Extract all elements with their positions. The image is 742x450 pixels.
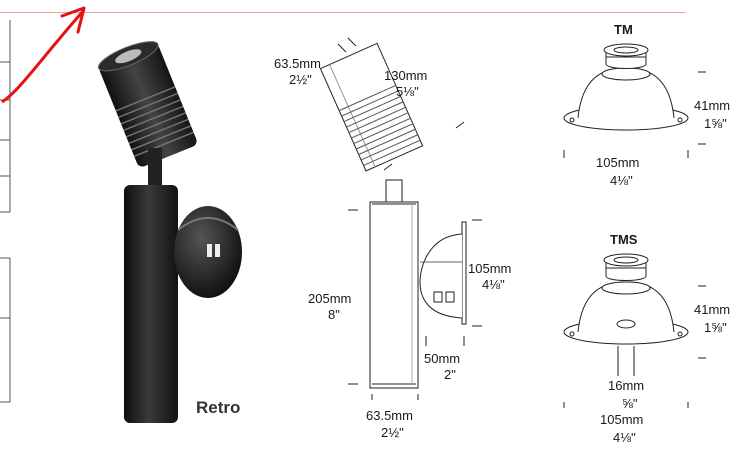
tms-technical-drawing: [563, 253, 706, 408]
body-diameter-in: 2½": [381, 425, 404, 440]
tms-title: TMS: [610, 232, 638, 247]
body-height-mm: 205mm: [308, 291, 352, 306]
body-height-in: 8": [328, 307, 340, 322]
head-length-in: 5⅛": [396, 84, 419, 99]
left-table-fragment: [0, 20, 11, 403]
mount-diameter-mm: 105mm: [468, 261, 512, 276]
tms-height-mm: 41mm: [694, 302, 731, 317]
tm-height-in: 1⅝": [704, 116, 727, 131]
head-length-mm: 130mm: [384, 68, 428, 83]
mount-depth-in: 2": [444, 367, 456, 382]
tm-width-mm: 105mm: [596, 155, 640, 170]
tms-width-in: 4⅛": [613, 430, 636, 445]
tms-height-in: 1⅝": [704, 320, 727, 335]
product-name-label: Retro: [196, 398, 241, 417]
fixture-technical-drawing: [319, 37, 482, 400]
tm-height-mm: 41mm: [694, 98, 731, 113]
head-diameter-mm: 63.5mm: [274, 56, 321, 71]
head-diameter-in: 2½": [289, 72, 312, 87]
tm-title: TM: [614, 22, 633, 37]
tm-technical-drawing: [563, 43, 706, 158]
top-accent-line: [0, 12, 686, 13]
mount-diameter-in: 4⅛": [482, 277, 505, 292]
body-diameter-mm: 63.5mm: [366, 408, 413, 423]
tm-width-in: 4⅛": [610, 173, 633, 188]
tms-hole-in: ⅝": [622, 396, 638, 411]
tms-width-mm: 105mm: [600, 412, 644, 427]
red-arrow-annotation: [1, 6, 86, 104]
tms-hole-mm: 16mm: [608, 378, 645, 393]
product-photo: [97, 41, 242, 423]
mount-depth-mm: 50mm: [424, 351, 461, 366]
